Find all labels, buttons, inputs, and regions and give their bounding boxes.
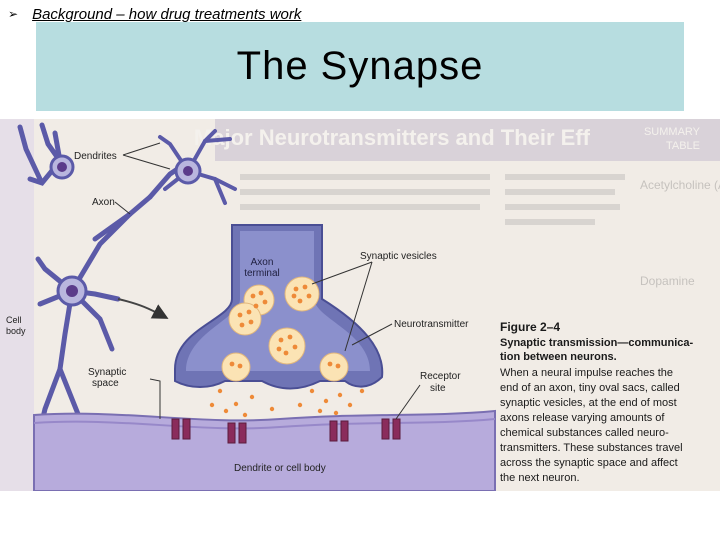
label-receptor-site: site [430, 383, 446, 394]
postsynaptic-membrane [33, 409, 496, 492]
title-banner: The Synapse [36, 22, 684, 111]
lower-nucleus [66, 285, 78, 297]
slide-title: The Synapse [236, 44, 484, 88]
caption-body-7: across the synaptic space and affect [500, 457, 678, 469]
label-synaptic-vesicles: Synaptic vesicles [360, 251, 437, 262]
upper-nucleus [57, 162, 67, 172]
vesicle-contents [229, 284, 341, 369]
synapse-diagram: Major Neurotransmitters and Their Eff SU… [0, 119, 720, 492]
caption-heading-2: tion between neurons. [500, 351, 617, 363]
caption-body-4: axons release varying amounts of [500, 412, 665, 424]
bullet-text: Background – how drug treatments work [32, 5, 302, 23]
table-row-1: Acetylcholine (ACh) [640, 178, 720, 192]
caption-body-2: end of an axon, tiny oval sacs, called [500, 382, 680, 394]
caption-figure-number: Figure 2–4 [500, 320, 560, 334]
background-table: Major Neurotransmitters and Their Eff SU… [194, 119, 720, 288]
caption-body-8: the next neuron. [500, 472, 580, 484]
synaptic-vesicles [221, 276, 349, 382]
axon-terminal-inner [186, 231, 370, 371]
table-col-header-1: SUMMARY [644, 126, 701, 138]
label-axon-terminal-2: terminal [244, 268, 280, 279]
page-edge [0, 119, 34, 491]
table-col-header-2: TABLE [666, 140, 700, 152]
label-dendrite-or-cell-body: Dendrite or cell body [234, 463, 326, 474]
caption-body-1: When a neural impulse reaches the [500, 367, 673, 379]
label-neurotransmitter: Neurotransmitter [394, 319, 469, 330]
bullet-line: ➢ Background – how drug treatments work [8, 4, 301, 24]
caption-heading-1: Synaptic transmission—communica- [500, 337, 693, 349]
caption-body-6: transmitters. These substances travel [500, 442, 683, 454]
membrane-inner-line [33, 418, 496, 430]
label-dendrites: Dendrites [74, 151, 117, 162]
receptor-sites [171, 418, 401, 444]
label-space: space [92, 378, 119, 389]
neurotransmitter-molecules [209, 388, 365, 418]
label-synaptic: Synaptic [88, 367, 126, 378]
label-axon-terminal-1: Axon [251, 257, 274, 268]
label-axon: Axon [92, 197, 115, 208]
table-row-2: Dopamine [640, 274, 695, 288]
right-nucleus [183, 166, 193, 176]
figure-caption: Figure 2–4 Synaptic transmission—communi… [500, 320, 693, 484]
magnify-arrow [117, 298, 169, 319]
caption-body-5: chemical substances called neuro- [500, 427, 669, 439]
synapse-figure: Major Neurotransmitters and Their Eff SU… [0, 119, 720, 492]
arrow-bullet-icon: ➢ [8, 7, 19, 21]
label-cell: Cell [6, 315, 22, 325]
label-receptor: Receptor [420, 371, 461, 382]
label-body: body [6, 326, 26, 336]
caption-body-3: synaptic vesicles, at the end of most [500, 397, 677, 409]
table-header: Major Neurotransmitters and Their Eff [194, 125, 591, 150]
